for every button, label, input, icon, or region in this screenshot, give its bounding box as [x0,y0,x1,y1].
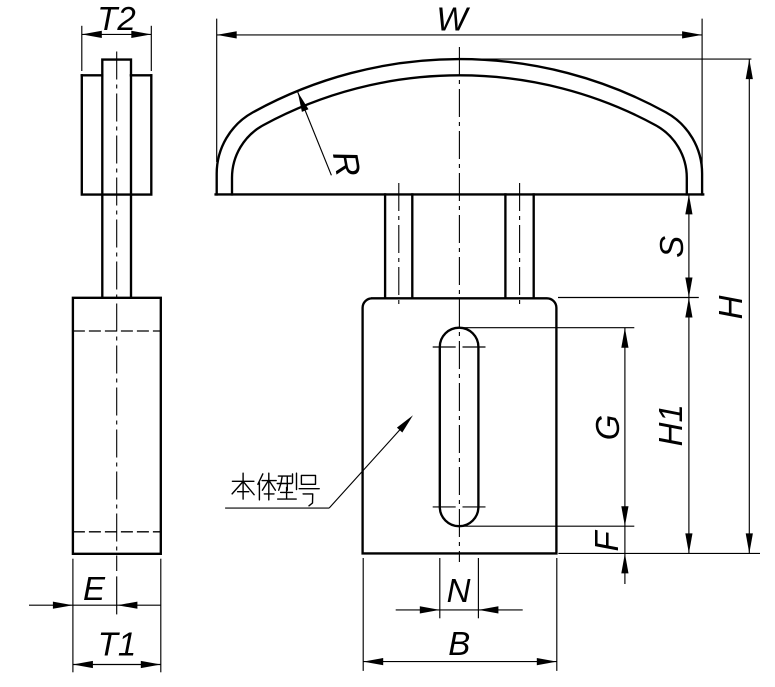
svg-text:G: G [589,415,626,441]
svg-text:H1: H1 [652,404,689,446]
svg-text:B: B [448,625,470,662]
svg-text:W: W [436,1,470,38]
svg-text:R: R [325,148,368,180]
svg-text:S: S [653,236,690,258]
svg-text:N: N [447,572,471,609]
svg-text:E: E [83,570,106,607]
svg-text:H: H [712,295,749,319]
svg-text:T1: T1 [98,626,137,663]
svg-text:T2: T2 [97,0,136,37]
svg-text:F: F [588,529,625,551]
